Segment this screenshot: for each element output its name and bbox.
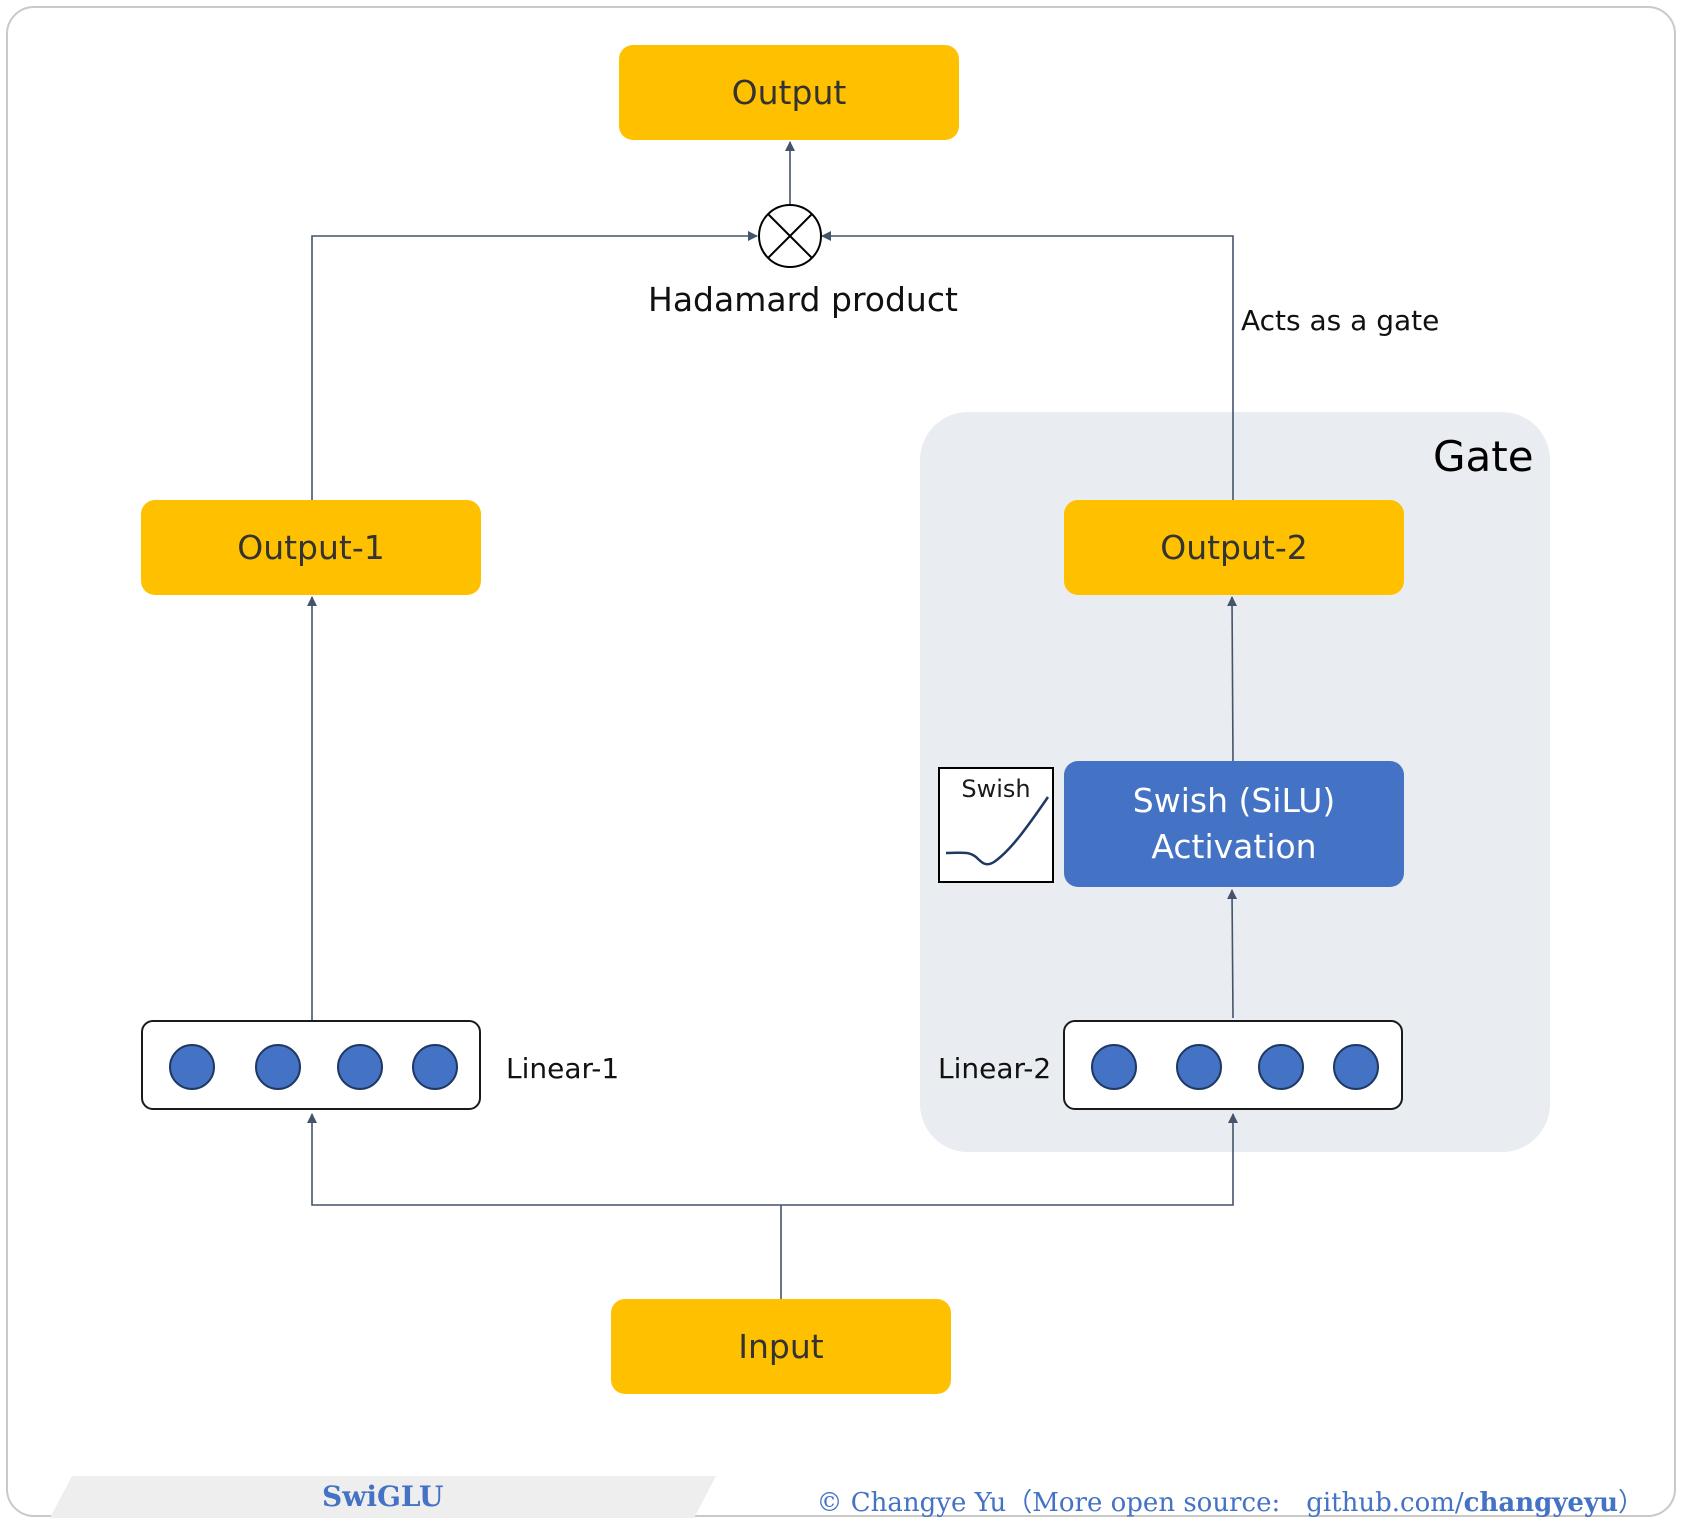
edge-output2-hadamard <box>821 231 1234 500</box>
neuron <box>337 1044 383 1090</box>
hadamard-product-icon <box>758 204 822 268</box>
footer-title: SwiGLU <box>322 1480 444 1513</box>
swish-curve-icon <box>945 796 1050 866</box>
neuron <box>255 1044 301 1090</box>
linear-2-label: Linear-2 <box>938 1052 1052 1085</box>
footer-band <box>50 1476 716 1518</box>
output-node: Output <box>619 45 959 140</box>
neuron <box>169 1044 215 1090</box>
neuron <box>412 1044 458 1090</box>
swish-activation-node: Swish (SiLU) Activation <box>1064 761 1404 887</box>
neuron <box>1176 1044 1222 1090</box>
swish-thumbnail-label: Swish <box>961 775 1031 803</box>
credit-prefix: © Changye Yu（More open source: github.co… <box>816 1488 1464 1518</box>
footer-credit: © Changye Yu（More open source: github.co… <box>817 1482 1645 1519</box>
edge-split-linear2 <box>781 1113 1238 1206</box>
neuron <box>1333 1044 1379 1090</box>
edge-linear2-activation <box>1227 889 1238 1019</box>
neuron <box>1258 1044 1304 1090</box>
gate-title: Gate <box>1433 432 1534 481</box>
swish-curve-thumbnail: Swish <box>938 767 1054 883</box>
edge-activation-output2 <box>1227 596 1238 762</box>
edge-output1-hadamard <box>311 231 758 500</box>
output-1-node: Output-1 <box>141 500 481 595</box>
linear-1-layer <box>141 1020 481 1110</box>
neuron <box>1091 1044 1137 1090</box>
input-node: Input <box>611 1299 951 1394</box>
linear-1-label: Linear-1 <box>506 1052 620 1085</box>
gate-note-label: Acts as a gate <box>1241 304 1440 337</box>
credit-suffix: ） <box>1617 1488 1644 1518</box>
credit-user: changyeyu <box>1463 1488 1618 1518</box>
output-2-node: Output-2 <box>1064 500 1404 595</box>
edge-split-linear1 <box>307 1113 781 1206</box>
linear-2-layer <box>1063 1020 1403 1110</box>
hadamard-product-label: Hadamard product <box>648 280 958 319</box>
